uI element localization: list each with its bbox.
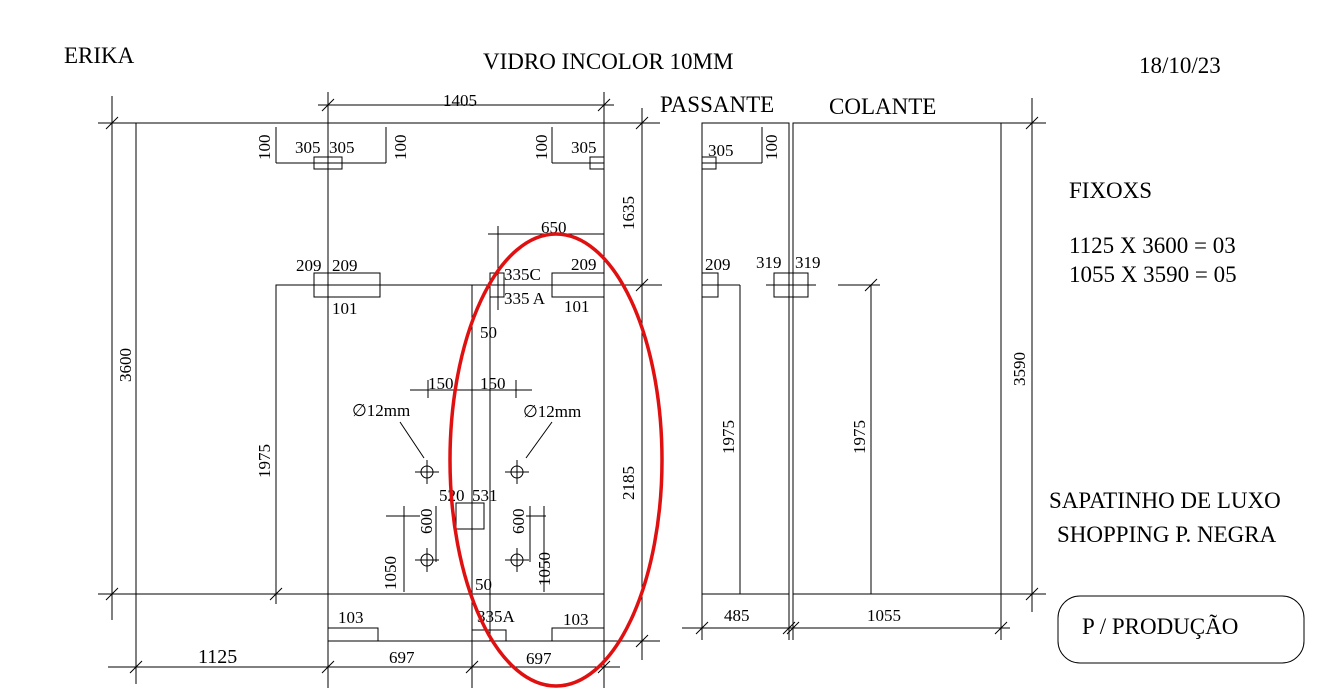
fixed-line-2: 1055 X 3590 = 05 (1069, 262, 1237, 287)
hole-diameter-right: ∅12mm (523, 402, 581, 421)
hole-diameter-left: ∅12mm (352, 401, 410, 420)
dim-bottom-left-half: 697 (389, 648, 415, 667)
dim-bottom-left-width: 1125 (198, 646, 237, 668)
client-name: ERIKA (64, 43, 135, 68)
client-line-2: SHOPPING P. NEGRA (1057, 522, 1277, 547)
dim-mid-101-right: 101 (564, 297, 590, 316)
dim-hole-span: 650 (541, 218, 567, 237)
left-dimension-lines (98, 92, 662, 688)
dim-top-hinge-a: 305 (295, 138, 321, 157)
left-assembly-outline (135, 122, 605, 642)
dim-bottom-103-left: 103 (338, 608, 364, 627)
dim-handle-left-spacing: 150 (428, 374, 454, 393)
fixed-panel-outline (135, 122, 605, 595)
colante-label: COLANTE (829, 94, 936, 119)
fixed-line-1: 1125 X 3600 = 03 (1069, 233, 1236, 258)
dim-mid-hinge-a: 209 (296, 256, 322, 275)
hole-marker-upper-right (505, 460, 529, 484)
dim-top-offset-2: 100 (391, 135, 410, 161)
dim-top-offset-3: 100 (532, 135, 551, 161)
dim-vert-1050-left: 1050 (381, 556, 400, 590)
drawing-title: VIDRO INCOLOR 10MM (483, 49, 733, 74)
production-box (1057, 595, 1305, 664)
dim-mid-offset: 50 (480, 323, 497, 342)
dim-left-door-height: 1975 (255, 444, 274, 478)
drawing-date: 18/10/23 (1139, 53, 1221, 78)
passante-label: PASSANTE (660, 92, 774, 117)
dim-bottom-103-right: 103 (563, 610, 589, 629)
notes: FIXOXS 1125 X 3600 = 03 1055 X 3590 = 05… (1049, 178, 1305, 664)
dim-handle-right-spacing: 150 (480, 374, 506, 393)
passante-colante-labels: 305 100 209 1975 485 319 319 1975 1055 3… (705, 135, 1029, 626)
dim-vert-1050-right: 1050 (535, 552, 554, 586)
colante-319-a-dim: 319 (756, 253, 782, 272)
dim-vert-600-left: 600 (417, 509, 436, 535)
dim-mid-hinge-b: 209 (332, 256, 358, 275)
hole-marker-lower-left (415, 548, 439, 572)
hole-marker-lower-right (505, 548, 529, 572)
dim-bottom-right-half: 697 (526, 649, 552, 668)
fixed-title: FIXOXS (1069, 178, 1152, 203)
passante-height-dim: 1975 (719, 420, 738, 454)
dim-top-width: 1405 (443, 91, 477, 110)
dim-vert-600-right: 600 (509, 509, 528, 535)
dim-top-hinge-b: 305 (329, 138, 355, 157)
fitting-bottom-335a: 335A (477, 607, 516, 626)
passante-colante-outline (682, 98, 1046, 640)
dim-bottom-offset: 50 (475, 575, 492, 594)
production-label: P / PRODUÇÃO (1082, 614, 1238, 639)
dim-left-height: 3600 (116, 348, 135, 382)
passante-209-dim: 209 (705, 255, 731, 274)
passante-width-dim: 485 (724, 606, 750, 625)
colante-panel-outline (792, 122, 1002, 595)
dim-top-offset-1: 100 (255, 135, 274, 161)
colante-width-dim: 1055 (867, 606, 901, 625)
colante-total-height-dim: 3590 (1010, 352, 1029, 386)
dim-top-hinge-c: 305 (571, 138, 597, 157)
client-line-1: SAPATINHO DE LUXO (1049, 488, 1281, 513)
hole-marker-upper-left (415, 460, 439, 484)
passante-offset-dim: 100 (762, 135, 781, 161)
fitting-335a: 335 A (504, 289, 546, 308)
colante-height-dim: 1975 (850, 420, 869, 454)
dim-mid-hinge-c: 209 (571, 255, 597, 274)
fitting-335c: 335C (504, 265, 541, 284)
dim-upper-right-height: 1635 (619, 196, 638, 230)
passante-panel-outline (701, 122, 790, 595)
highlight-ellipse (448, 232, 664, 688)
left-dimension-labels: 1405 3600 1125 1635 2185 1975 697 697 65… (116, 91, 638, 668)
drill-holes (415, 460, 529, 572)
passante-hinge-dim: 305 (708, 141, 734, 160)
colante-319-b-dim: 319 (795, 253, 821, 272)
dim-lower-right-height: 2185 (619, 466, 638, 500)
dim-lock-531: 531 (472, 486, 498, 505)
dim-mid-101-left: 101 (332, 299, 358, 318)
